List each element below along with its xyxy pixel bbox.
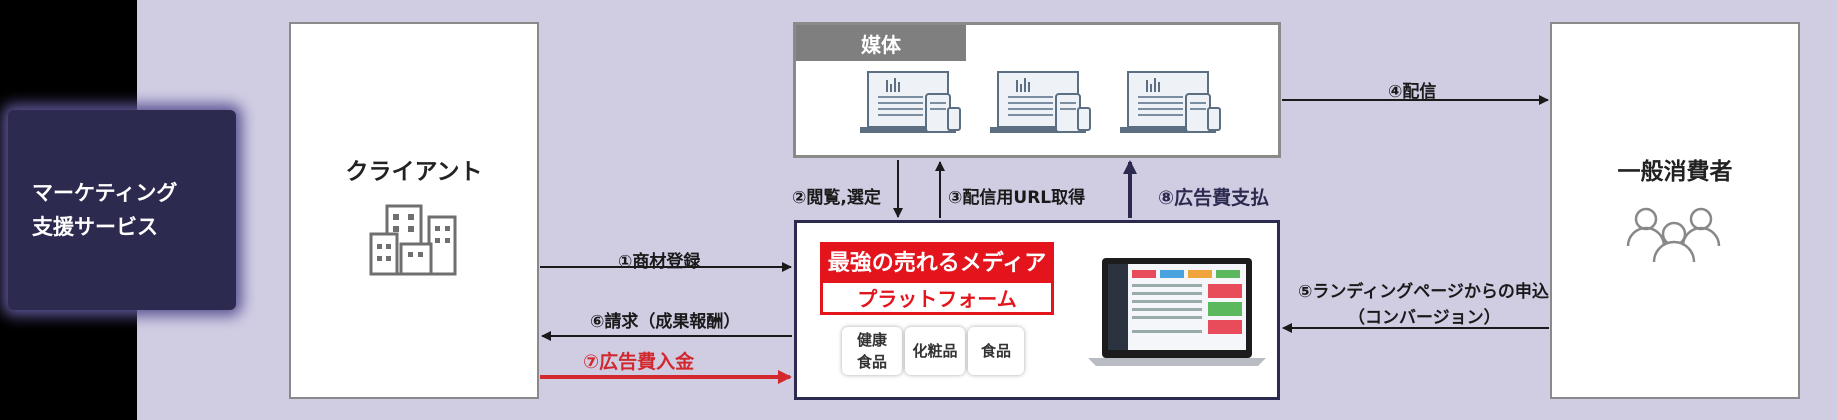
flow-7-label: ⑦広告費入金: [583, 351, 695, 373]
media-device-3-icon: [1119, 71, 1221, 134]
flow-6-label: ⑥請求（成果報酬）: [590, 312, 741, 332]
client-title: クライアント: [345, 159, 483, 185]
flow-5-label-line1: ⑤ランディングページからの申込: [1298, 282, 1549, 302]
marketing-service-box: マーケティング 支援サービス: [8, 110, 236, 310]
media-label: 媒体: [796, 25, 966, 61]
platform-title-line1: 最強の売れるメディア: [820, 242, 1054, 280]
flow-8-label: ⑧広告費支払: [1158, 187, 1270, 209]
service-label-line1: マーケティング: [32, 181, 178, 205]
category-food: 食品: [968, 327, 1024, 375]
category-food-label: 食品: [980, 342, 1011, 360]
people-icon: [1626, 207, 1721, 263]
flow-3-label: ③配信用URL取得: [948, 188, 1086, 208]
media-device-1-icon: [859, 71, 961, 134]
category-cosmetics: 化粧品: [905, 327, 965, 375]
category-health-food: 健康 食品: [842, 327, 902, 375]
platform-title-line2: プラットフォーム: [820, 280, 1054, 315]
flow-5-label-line2: （コンバージョン）: [1348, 308, 1501, 328]
consumer-title: 一般消費者: [1617, 159, 1733, 185]
category-cosmetics-label: 化粧品: [912, 342, 958, 360]
flow-4-label: ④配信: [1388, 82, 1437, 102]
buildings-icon: [369, 204, 457, 276]
flow-2-label: ②閲覧,選定: [792, 188, 881, 208]
platform-laptop-icon: [1088, 258, 1266, 366]
consumer-box: 一般消費者: [1550, 22, 1800, 399]
category-health-food-line1: 健康: [856, 331, 887, 349]
media-device-2-icon: [989, 71, 1091, 134]
category-health-food-line2: 食品: [856, 353, 887, 371]
service-label-line2: 支援サービス: [32, 215, 158, 239]
